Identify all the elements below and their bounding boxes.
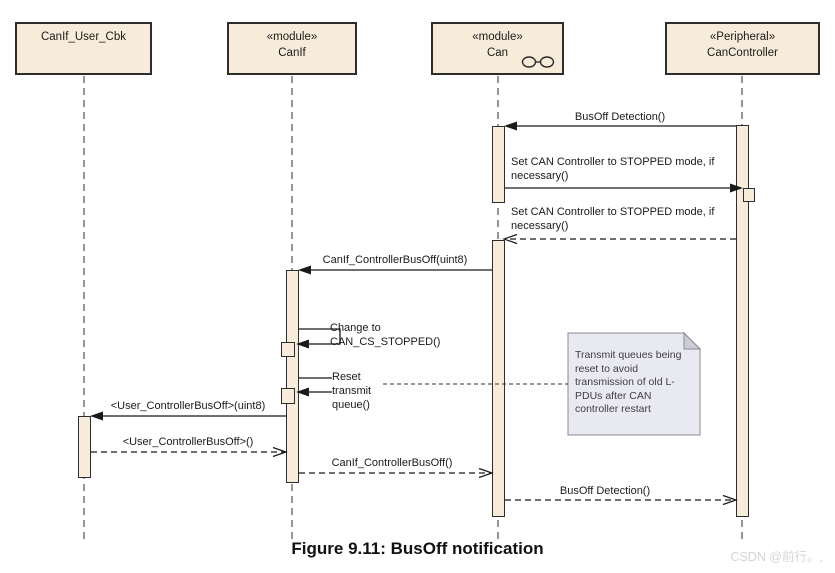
activation-canif [286,270,299,483]
message-label-change-to-stopped: Change to CAN_CS_STOPPED() [330,322,441,348]
message-label-user-controllerbusoff-call: <User_ControllerBusOff>(uint8) [110,400,266,412]
message-label-busoff-detection-return: BusOff Detection() [559,485,651,497]
linked-circles-icon [521,56,555,68]
activation-canif-user-cbk [78,416,91,478]
activation-canif-nested-1 [281,342,295,357]
arrow-busoff-detection-call [504,121,736,131]
message-label-reset-transmit-queue: Reset transmit queue() [332,370,382,412]
arrow-busoff-detection-return [505,494,738,506]
arrow-self-change-to-stopped [296,328,341,349]
lifeline-name: CanController [707,47,778,59]
lifeline-name: CanIf [278,47,306,59]
activation-can-1 [492,126,505,203]
arrow-set-stopped-return [502,233,736,245]
lifeline-head-cancontroller: «Peripheral» CanController [665,22,820,75]
arrow-user-controllerbusoff-return [91,446,288,458]
figure-caption: Figure 9.11: BusOff notification [291,539,544,558]
arrow-canif-controllerbusoff-return [299,467,494,479]
lifeline-name: CanIf_User_Cbk [40,31,126,43]
message-label-user-controllerbusoff-return: <User_ControllerBusOff>() [122,436,254,448]
lifeline-stereotype: «module» [266,31,318,43]
activation-cancontroller [736,125,749,517]
activation-can-2 [492,240,505,517]
activation-cancontroller-nested [743,188,755,202]
message-label-busoff-detection-call: BusOff Detection() [574,111,666,123]
note-text: Transmit queues being reset to avoid tra… [575,349,682,415]
lifeline-head-can: «module» Can [431,22,564,75]
message-label-set-stopped-call: Set CAN Controller to STOPPED mode, if n… [511,156,715,182]
arrow-set-stopped-call [505,183,743,193]
arrow-user-controllerbusoff-call [90,411,286,421]
arrow-canif-controllerbusoff-call [298,265,492,275]
lifeline-head-canif: «module» CanIf [227,22,357,75]
note-shape [567,331,702,436]
message-label-canif-controllerbusoff-call: CanIf_ControllerBusOff(uint8) [322,254,468,266]
message-label-canif-controllerbusoff-return: CanIf_ControllerBusOff() [331,457,453,469]
message-label-set-stopped-return: Set CAN Controller to STOPPED mode, if n… [511,206,715,232]
lifeline-name: Can [486,47,509,59]
lifeline-head-canif-user-cbk: CanIf_User_Cbk [15,22,152,75]
lifeline-stereotype: «module» [472,31,523,43]
activation-canif-nested-2 [281,388,295,404]
lifeline-stereotype: «Peripheral» [709,31,776,43]
watermark: CSDN @前行。, [730,550,823,564]
